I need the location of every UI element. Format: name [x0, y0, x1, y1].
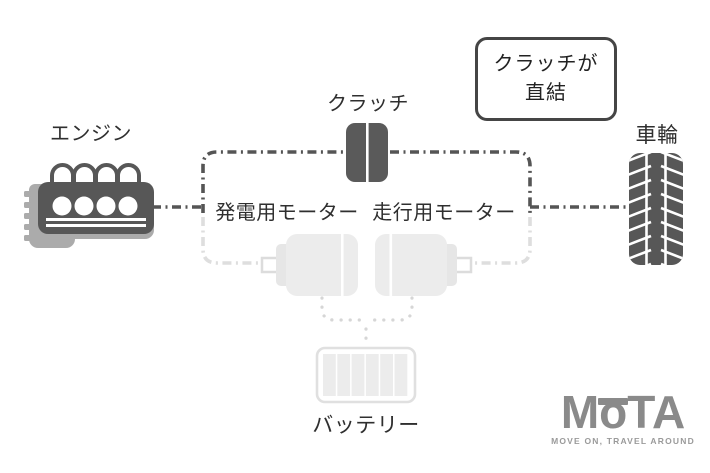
logo-letter-m: M [560, 386, 600, 438]
generator-motor-link-faded [201, 217, 262, 265]
logo-letters-ta: TA [627, 386, 686, 438]
engine-label: エンジン [50, 123, 132, 145]
wheel-label: 車輪 [635, 124, 679, 147]
generator-motor-label: 発電用モーター [215, 202, 359, 224]
engine-to-clutch-link [201, 150, 344, 213]
mota-logo-tagline: MOVE ON, TRAVEL AROUND [551, 436, 695, 446]
generator-to-battery-dotted [320, 296, 368, 322]
callout-line2: 直結 [525, 82, 567, 104]
battery-icon [315, 346, 417, 404]
callout-line1: クラッチが [493, 53, 599, 75]
clutch-engaged-callout: クラッチが 直結 [475, 37, 617, 121]
macron-bar-icon [598, 398, 629, 405]
drive-to-battery-dotted [364, 296, 414, 322]
clutch-icon [346, 123, 388, 182]
battery-label: バッテリー [312, 414, 420, 437]
generator-motor-icon [260, 234, 358, 296]
wheel-icon [629, 153, 683, 265]
drive-motor-link-faded [469, 217, 532, 265]
engine-icon [24, 163, 154, 248]
clutch-to-junction-link [390, 150, 532, 213]
drive-motor-label: 走行用モーター [372, 202, 516, 224]
logo-letter-o-macron: o [598, 386, 629, 438]
drive-motor-icon [375, 234, 473, 296]
clutch-label: クラッチ [327, 93, 409, 115]
